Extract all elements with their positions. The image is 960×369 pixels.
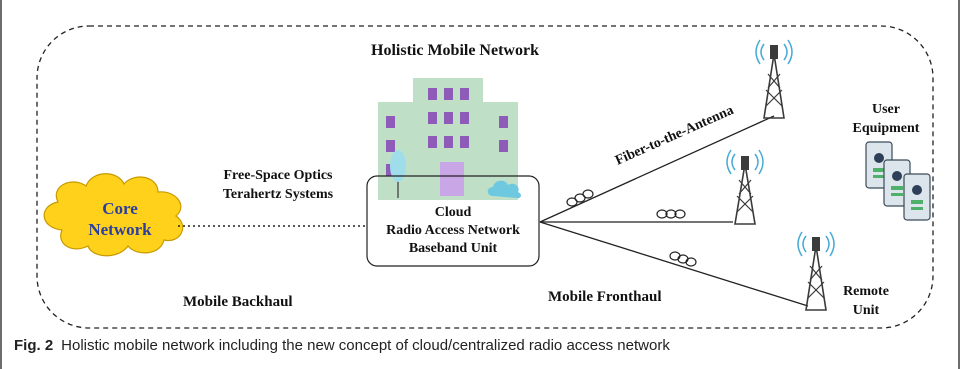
bbu-label-line2: Radio Access Network [386, 223, 520, 238]
backhaul-label-line1: Free-Space Optics [223, 168, 333, 183]
user-equipment-label-line1: User [872, 102, 900, 117]
fiber-coil-icon [566, 189, 594, 207]
small-cloud-icon [487, 180, 521, 199]
user-equipment-label: User Equipment [836, 100, 936, 138]
bbu-label-line3: Baseband Unit [408, 241, 498, 256]
remote-unit-label: Remote Unit [826, 282, 906, 320]
figure-caption: Fig. 2 Holistic mobile network including … [14, 337, 670, 354]
backhaul-label-line2: Terahertz Systems [222, 187, 334, 202]
fiber-line-top [539, 115, 775, 223]
core-network-label-line1: Core [102, 199, 138, 218]
antenna-tower-icon [797, 231, 835, 311]
antenna-tower-icon [726, 149, 764, 225]
mobile-backhaul-label: Mobile Backhaul [183, 294, 293, 310]
bbu-box [366, 175, 540, 267]
core-network-label: Core Network [70, 198, 170, 240]
backhaul-technologies-label: Free-Space Optics Terahertz Systems [188, 166, 368, 204]
antenna-tower-icon [755, 39, 793, 119]
mobile-fronthaul-label: Mobile Fronthaul [548, 289, 662, 305]
core-network-label-line2: Network [88, 220, 152, 239]
smartphone-icon [903, 173, 931, 221]
network-diagram: Fiber-to-the-Antenna Holistic Mobile Net… [36, 25, 936, 329]
diagram-canvas: Fiber-to-the-Antenna [36, 25, 934, 329]
remote-unit-label-line2: Unit [852, 303, 880, 318]
diagram-title: Holistic Mobile Network [371, 42, 539, 59]
fiber-line-bottom [539, 221, 809, 307]
tree-icon [390, 150, 406, 198]
figure-caption-text: Holistic mobile network including the ne… [61, 337, 670, 354]
remote-unit-label-line1: Remote [843, 284, 889, 299]
bbu-label-line1: Cloud [434, 205, 472, 220]
network-boundary [36, 25, 934, 329]
fiber-coil-icon [656, 209, 686, 219]
door-icon [440, 162, 464, 196]
figure-number: Fig. 2 [14, 337, 54, 354]
bbu-label: Cloud Radio Access Network Baseband Unit [367, 204, 539, 258]
fiber-coil-icon [669, 251, 697, 267]
core-network-cloud-icon [43, 173, 184, 257]
user-equipment-label-line2: Equipment [852, 121, 920, 136]
